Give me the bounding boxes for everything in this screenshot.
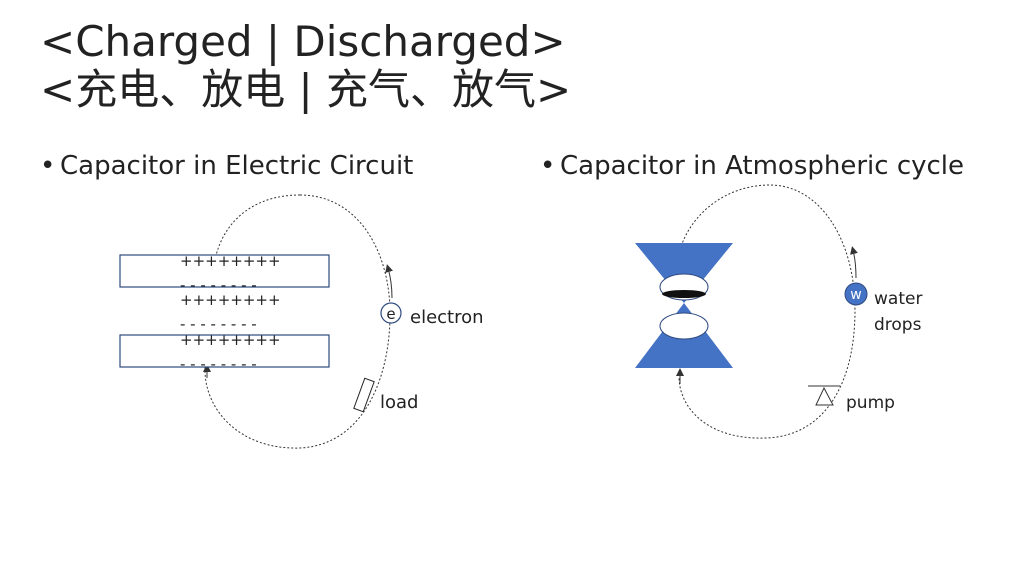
water-arrow: [850, 246, 858, 279]
circuit-loop: [204, 194, 391, 449]
bullet-dot-icon: •: [40, 151, 56, 181]
right-bullet: •Capacitor in Atmospheric cycle: [540, 150, 964, 182]
pump-label: pump: [846, 393, 895, 413]
left-bullet-text: Capacitor in Electric Circuit: [60, 151, 414, 181]
top-plate-negative-charges: - - - - - - - -: [180, 276, 257, 294]
left-bullet: •Capacitor in Electric Circuit: [40, 150, 413, 182]
electron-label: electron: [410, 307, 484, 328]
slide-title: <Charged | Discharged> <充电、放电 | 充气、放气>: [40, 18, 571, 114]
top-plate-positive-charges: ++++++++: [180, 252, 281, 270]
hourglass-top: [635, 243, 733, 303]
water-drop-icon: [844, 282, 868, 306]
capacitor-bottom-plate: [119, 334, 330, 368]
middle-negative-charges: - - - - - - - -: [180, 315, 257, 333]
circuit-loop-top: [214, 194, 301, 261]
pump-icon: [815, 386, 834, 406]
water-label-line2: drops: [874, 315, 922, 335]
middle-positive-charges: ++++++++: [180, 291, 281, 309]
electron-arrow: [385, 264, 393, 299]
bullet-dot-icon: •: [540, 151, 556, 181]
water-symbol: w: [850, 287, 861, 303]
atmospheric-cycle-diagram: w water drops pump: [635, 184, 922, 439]
slide-title-line-1: <Charged | Discharged>: [40, 17, 566, 66]
slide-title-line-2: <充电、放电 | 充气、放气>: [40, 65, 572, 114]
right-bullet-text: Capacitor in Atmospheric cycle: [560, 151, 965, 181]
bottom-plate-negative-charges: - - - - - - - -: [180, 355, 257, 373]
electric-circuit-diagram: ++++++++ - - - - - - - - ++++++++ - - - …: [119, 194, 484, 449]
bottom-plate-positive-charges: ++++++++: [180, 331, 281, 349]
water-label-line1: water: [874, 289, 922, 309]
load-resistor-icon: [353, 377, 375, 413]
load-label: load: [380, 392, 418, 413]
hourglass-dark-band: [662, 290, 706, 298]
hourglass-lower-cloud: [659, 312, 709, 340]
electron-icon: [380, 302, 402, 324]
electron-symbol: e: [386, 305, 395, 323]
capacitor-top-plate: [119, 254, 330, 288]
